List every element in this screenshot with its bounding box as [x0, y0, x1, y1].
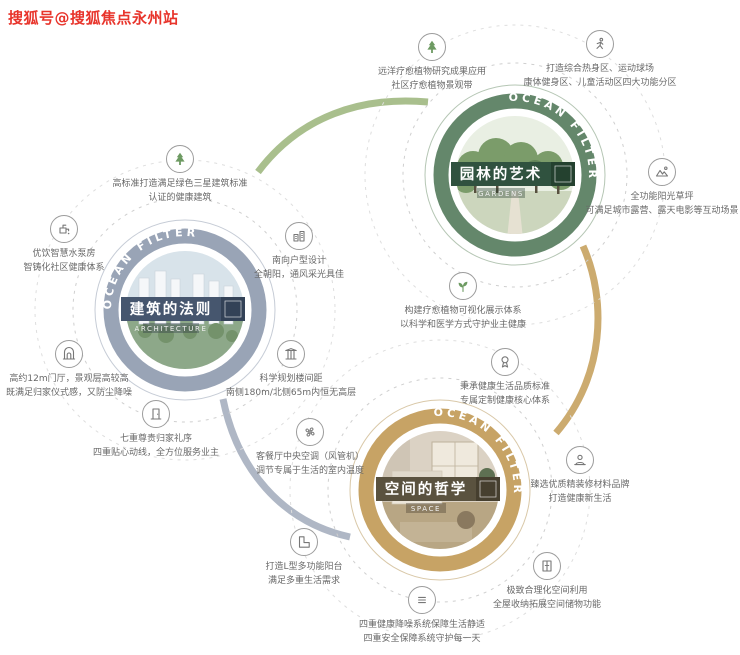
note-line-2: 满足多重生活需求	[267, 576, 340, 586]
fan-icon	[296, 418, 324, 446]
door-icon	[142, 400, 170, 428]
note-green-building: 高标准打造满足绿色三星建筑标准 认证的健康建筑	[65, 145, 295, 205]
space-title: 空间的哲学	[385, 480, 468, 498]
note-line-2: 智铸化社区健康体系	[23, 263, 105, 273]
note-line-2: 可满足城市露营、露天电影等互动场景	[585, 206, 739, 216]
architecture-title: 建筑的法则	[130, 300, 213, 318]
note-line-1: 打造L型多功能阳台	[265, 562, 343, 572]
note-line-2: 南侧180m/北侧65m内恒无高层	[225, 388, 357, 398]
note-line-1: 全功能阳光草坪	[630, 192, 694, 202]
pillars-icon	[277, 340, 305, 368]
space-ring	[358, 408, 522, 572]
note-healing-research: 远洋疗愈植物研究成果应用 社区疗愈植物景观带	[366, 33, 498, 93]
note-line-1: 南向户型设计	[271, 256, 326, 266]
architecture-title-band: 建筑的法则 ARCHITECTURE	[121, 297, 245, 333]
tree-icon	[166, 145, 194, 173]
connector-garden-space	[553, 244, 602, 436]
watermark: 搜狐号@搜狐焦点永州站	[8, 9, 179, 27]
note-line-1: 极致合理化空间利用	[506, 586, 588, 596]
garden-subtitle: GARDENS	[478, 190, 524, 198]
note-line-1: 秉承健康生活品质标准	[459, 382, 550, 392]
note-spacing: 科学规划楼间距 南侧180m/北侧65m内恒无高层	[216, 340, 366, 400]
note-line-1: 高约12m门厅，景观层高较高	[9, 374, 129, 384]
note-line-1: 科学规划楼间距	[259, 374, 323, 384]
note-line-2: 打造健康新生活	[548, 494, 612, 504]
note-line-2: 四重安全保障系统守护每一天	[363, 634, 481, 644]
balcony-icon	[290, 528, 318, 556]
mountain-icon	[648, 158, 676, 186]
note-line-2: 以科学和医学方式守护业主健康	[399, 320, 526, 330]
runner-icon	[586, 30, 614, 58]
plant-icon	[449, 272, 477, 300]
space-title-band: 空间的哲学 SPACE	[376, 477, 500, 513]
garden-ring	[433, 93, 597, 257]
note-arrival: 七重尊贵归家礼序 四重贴心动线，全方位服务业主	[88, 400, 224, 460]
note-healing-display: 构建疗愈植物可视化展示体系 以科学和医学方式守护业主健康	[396, 272, 530, 332]
connector-architecture-space	[219, 398, 351, 541]
note-line-2: 认证的健康建筑	[148, 193, 212, 203]
note-line-2: 专属定制健康核心体系	[459, 396, 550, 406]
note-line-1: 优饮智慧水泵房	[32, 249, 96, 259]
note-sun-lawn: 全功能阳光草坪 可满足城市露营、露天电影等互动场景	[584, 158, 740, 218]
note-south-layout: 南向户型设计 全朝阳，通风采光具佳	[235, 222, 363, 282]
note-line-1: 四重健康降噪系统保障生活静适	[358, 620, 485, 630]
note-materials: 臻选优质精装修材料品牌 打造健康新生活	[516, 446, 644, 506]
note-balcony: 打造L型多功能阳台 满足多重生活需求	[244, 528, 364, 588]
note-line-1: 七重尊贵归家礼序	[119, 434, 192, 444]
note-line-1: 打造综合热身区、运动球场	[545, 64, 654, 74]
gate-icon	[55, 340, 83, 368]
note-storage: 极致合理化空间利用 全屋收纳拓展空间储物功能	[480, 552, 614, 612]
note-line-1: 构建疗愈植物可视化展示体系	[404, 306, 522, 316]
wardrobe-icon	[533, 552, 561, 580]
note-safety: 四重健康降噪系统保障生活静适 四重安全保障系统守护每一天	[350, 586, 494, 646]
note-line-2: 既满足归家仪式感，又防尘降噪	[5, 388, 132, 398]
building-icon	[285, 222, 313, 250]
note-line-2: 康体健身区、儿童活动区四大功能分区	[523, 78, 677, 88]
pump-icon	[50, 215, 78, 243]
note-line-2: 四重贴心动线，全方位服务业主	[92, 448, 219, 458]
note-line-2: 全屋收纳拓展空间储物功能	[492, 600, 601, 610]
note-grand-hall: 高约12m门厅，景观层高较高 既满足归家仪式感，又防尘降噪	[0, 340, 138, 400]
list-icon	[408, 586, 436, 614]
hub-architecture: OCEAN FILTER	[25, 150, 345, 470]
note-quality: 秉承健康生活品质标准 专属定制健康核心体系	[443, 348, 567, 408]
note-line-2: 社区疗愈植物景观带	[391, 81, 473, 91]
architecture-subtitle: ARCHITECTURE	[135, 325, 208, 333]
note-line-2: 调节专属于生活的室内温度	[255, 466, 364, 476]
architecture-ring	[103, 228, 267, 392]
note-line-1: 远洋疗愈植物研究成果应用	[377, 67, 486, 77]
garden-title-band: 园林的艺术 GARDENS	[451, 162, 575, 198]
connector-architecture-garden	[255, 97, 429, 175]
medal-icon	[491, 348, 519, 376]
note-line-1: 臻选优质精装修材料品牌	[530, 480, 630, 490]
note-sport-zones: 打造综合热身区、运动球场 康体健身区、儿童活动区四大功能分区	[518, 30, 682, 90]
hand-icon	[566, 446, 594, 474]
garden-title: 园林的艺术	[460, 165, 543, 183]
note-smart-pump: 优饮智慧水泵房 智铸化社区健康体系	[0, 215, 128, 275]
tree-icon	[418, 33, 446, 61]
note-line-1: 客餐厅中央空调（风管机）	[255, 452, 364, 462]
note-hvac: 客餐厅中央空调（风管机） 调节专属于生活的室内温度	[244, 418, 376, 478]
space-subtitle: SPACE	[411, 505, 441, 513]
hub-space: OCEAN FILTER 空间的哲学 SP	[280, 330, 600, 650]
hub-garden: OCEAN FILTER	[355, 15, 675, 335]
note-line-2: 全朝阳，通风采光具佳	[253, 270, 344, 280]
note-line-1: 高标准打造满足绿色三星建筑标准	[112, 179, 248, 189]
